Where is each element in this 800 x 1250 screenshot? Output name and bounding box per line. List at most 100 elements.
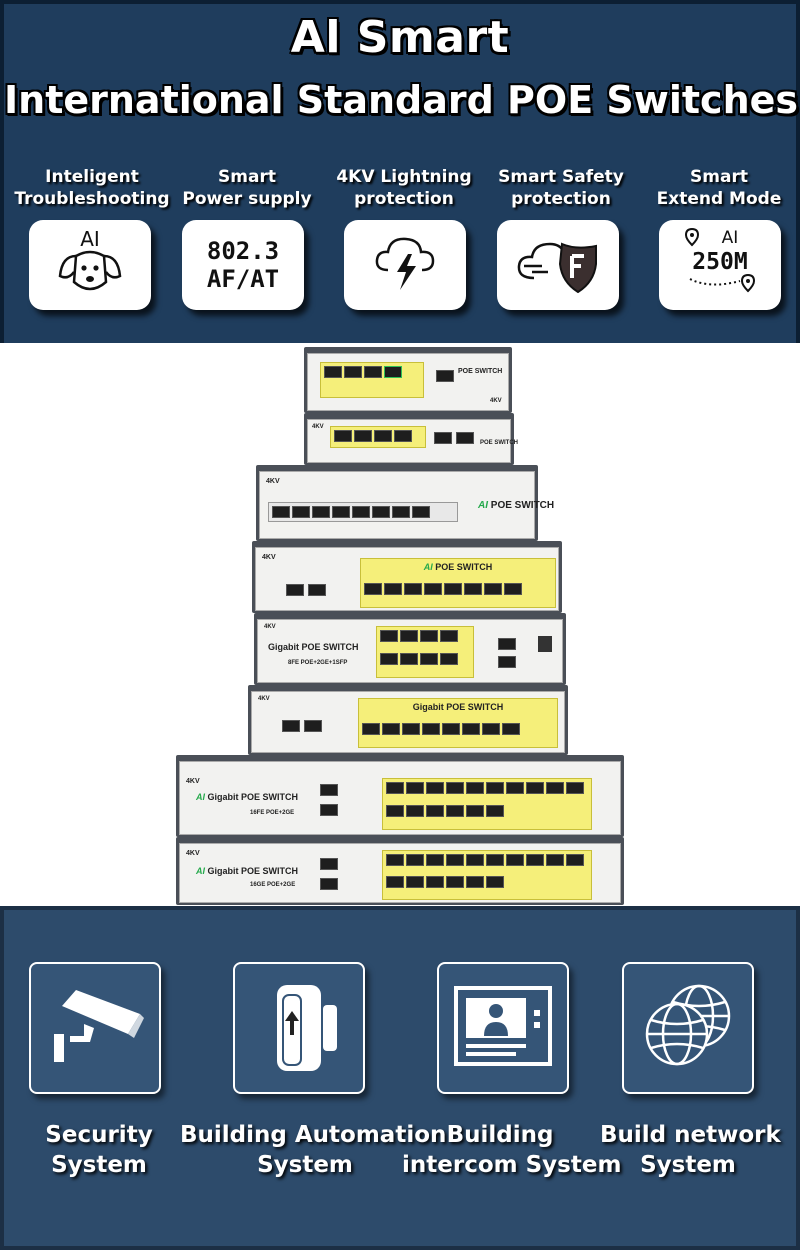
ethernet-port (482, 723, 500, 735)
door-sensor-icon (249, 971, 349, 1085)
switch-gigabit-8port-sfp: 4KV Gigabit POE SWITCH 8FE POE+2GE+1SFP (254, 613, 566, 685)
ethernet-port (440, 653, 458, 665)
ethernet-port (486, 805, 504, 817)
switch-8port-a: 4KV AI POE SWITCH (256, 465, 554, 541)
ethernet-port (392, 506, 410, 518)
switch-model-text: POE SWITCH (435, 562, 493, 572)
ethernet-port (486, 876, 504, 888)
uplink-port (456, 432, 474, 444)
ethernet-port (364, 366, 382, 378)
ethernet-port (394, 430, 412, 442)
switch-gigabit-8port: 4KV Gigabit POE SWITCH (248, 685, 568, 755)
distance-pin-icon: AI 250M (670, 223, 770, 307)
app-line1: Building (446, 1122, 554, 1148)
applications-section: Security System Building Automation Syst… (0, 906, 800, 1250)
uplink-port (320, 804, 338, 816)
switch-badge: 4KV (264, 624, 276, 630)
switch-badge: 4KV (186, 850, 200, 857)
port-block (268, 502, 458, 522)
ethernet-port (386, 782, 404, 794)
ethernet-port (446, 876, 464, 888)
switch-model-text: Gigabit POE SWITCH (207, 792, 299, 802)
ethernet-port (446, 782, 464, 794)
poe-port-block (320, 362, 424, 398)
feature-card-safety (497, 220, 619, 310)
poe-standard-line1: 802.3 (206, 237, 280, 265)
ethernet-port (332, 506, 350, 518)
uplink-port (320, 784, 338, 796)
feature-card-lightning (344, 220, 466, 310)
ethernet-port (380, 653, 398, 665)
switch-front-panel: 4KV AI POE SWITCH (259, 471, 554, 539)
ethernet-port (426, 854, 444, 866)
ethernet-port (406, 782, 424, 794)
ethernet-port (504, 583, 522, 595)
feature-card-extend: AI 250M (659, 220, 781, 310)
ethernet-port (324, 366, 342, 378)
shield-cloud-icon (508, 230, 608, 300)
uplink-port (434, 432, 452, 444)
top-banner: Al Smart International Standard POE Swit… (0, 0, 800, 343)
ai-logo: AI (196, 792, 205, 802)
switch-8port-b: 4KV AI POE SWITCH (252, 541, 562, 613)
ethernet-port (404, 583, 422, 595)
switch-model-label: POE SWITCH (458, 368, 503, 375)
switch-model-text: Gigabit POE SWITCH (207, 866, 299, 876)
ethernet-port (352, 506, 370, 518)
video-intercom-icon (448, 976, 558, 1080)
ethernet-port (384, 366, 402, 378)
ethernet-port (412, 506, 430, 518)
ethernet-port (466, 854, 484, 866)
app-label-network: Build network System (600, 1120, 781, 1180)
ethernet-port (446, 854, 464, 866)
uplink-port (320, 878, 338, 890)
switch-gigabit-16port-b: 4KV AI Gigabit POE SWITCH 16GE POE+2GE (176, 837, 624, 905)
switch-front-panel: 4KV AI Gigabit POE SWITCH 16GE POE+2GE (179, 843, 621, 903)
feature-label-power: Smart Power supply (167, 166, 327, 210)
ethernet-port (466, 876, 484, 888)
feature-line2: protection (511, 189, 611, 209)
app-card-building-automation (233, 962, 365, 1094)
poe-standard-icon: 802.3 AF/AT (207, 237, 279, 293)
switch-4port-b: 4KV POE SWITCH (304, 413, 518, 465)
ethernet-port (402, 723, 420, 735)
ethernet-port (362, 723, 380, 735)
app-label-building-automation: Building Automation System (180, 1120, 446, 1180)
ethernet-port (426, 805, 444, 817)
ethernet-port (406, 876, 424, 888)
ethernet-port (400, 630, 418, 642)
poe-port-block: Gigabit POE SWITCH (358, 698, 558, 748)
ethernet-port (292, 506, 310, 518)
ethernet-port (344, 366, 362, 378)
switch-gigabit-16port-a: 4KV AI Gigabit POE SWITCH 16FE POE+2GE (176, 755, 624, 837)
feature-line1: Smart (690, 167, 748, 187)
switch-front-panel: 4KV AI Gigabit POE SWITCH 16FE POE+2GE (179, 761, 621, 835)
ethernet-port (546, 854, 564, 866)
ethernet-port (486, 854, 504, 866)
switch-front-panel: 4KV AI POE SWITCH (255, 547, 559, 611)
switch-4port-a: POE SWITCH 4KV (304, 347, 512, 413)
uplink-port (308, 584, 326, 596)
ethernet-port (334, 430, 352, 442)
switch-model-label: AI POE SWITCH (478, 500, 554, 511)
feature-line1: Smart Safety (498, 167, 624, 187)
ethernet-port (386, 876, 404, 888)
feature-label-troubleshooting: Inteligent Troubleshooting (12, 166, 172, 210)
app-label-intercom: Building intercom System (402, 1120, 621, 1180)
uplink-port (436, 370, 454, 382)
ethernet-port (420, 653, 438, 665)
app-line2: System (51, 1152, 147, 1178)
uplink-port (282, 720, 300, 732)
lightning-cloud-icon (370, 230, 440, 300)
switch-badge: 4KV (490, 398, 502, 404)
feature-label-safety: Smart Safety protection (481, 166, 641, 210)
ethernet-port (380, 630, 398, 642)
feature-card-troubleshooting: AI (29, 220, 151, 310)
globe-network-icon (633, 976, 743, 1080)
ethernet-port (406, 854, 424, 866)
switch-model-label: AI Gigabit POE SWITCH (196, 792, 298, 802)
switch-spec-label: 8FE POE+2GE+1SFP (288, 660, 348, 666)
ai-dog-icon-text: AI (80, 227, 100, 251)
uplink-port (286, 584, 304, 596)
uplink-port (498, 656, 516, 668)
